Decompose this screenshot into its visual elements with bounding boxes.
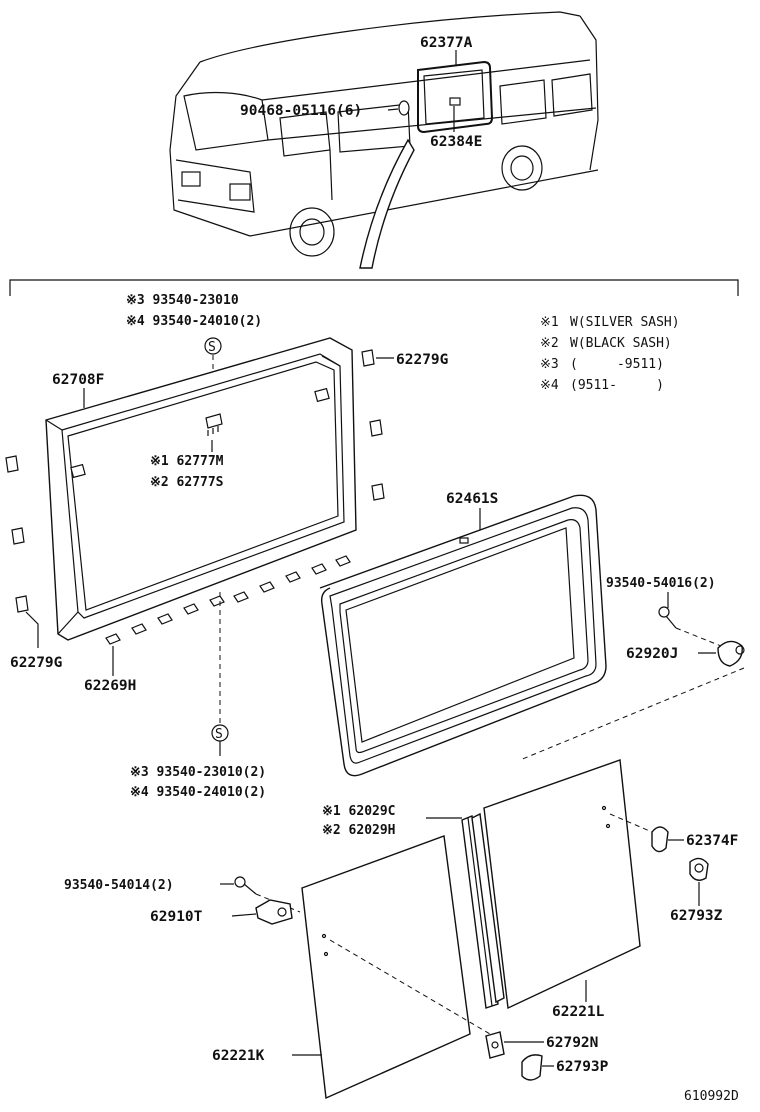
hinge-right-icon	[717, 640, 745, 667]
clip-icon	[369, 419, 383, 437]
label-bottom-screw-a: ※3 93540-23010(2)	[130, 765, 266, 780]
label-90468-05116: 90468-05116(6)	[240, 103, 362, 119]
legend: ※1 W(SILVER SASH) ※2 W(BLACK SASH) ※3 ( …	[540, 315, 680, 393]
screw-left-icon	[234, 876, 257, 895]
figure-code: 610992D	[684, 1089, 739, 1104]
label-top-screw-b: ※4 93540-24010(2)	[126, 314, 262, 329]
glass-right	[483, 759, 641, 1010]
stopper-right-icon	[651, 826, 669, 853]
screw-icon	[398, 100, 410, 116]
label-channel-b: ※2 62029H	[322, 823, 396, 838]
clip-icon	[15, 595, 29, 613]
label-62792N: 62792N	[546, 1035, 598, 1051]
cap-right-icon	[689, 857, 709, 881]
stopper-left-icon	[485, 1031, 505, 1059]
clips-left	[5, 455, 29, 613]
legend-text-4: (9511- )	[570, 378, 664, 393]
glass-channel	[461, 812, 505, 1009]
legend-mark-1: ※1	[540, 315, 559, 330]
clip-icon	[5, 455, 19, 473]
label-screw-left: 93540-54014(2)	[64, 878, 174, 893]
label-62279G-left: 62279G	[10, 655, 62, 671]
label-62221K: 62221K	[212, 1048, 265, 1064]
sash-frame	[45, 337, 357, 641]
clip-icon	[11, 527, 25, 545]
s-symbol-top	[204, 337, 222, 355]
label-latch-a: ※1 62777M	[150, 454, 224, 469]
legend-mark-4: ※4	[540, 378, 559, 393]
latch-icon	[205, 413, 223, 429]
arrow-icon	[359, 138, 415, 269]
screw-right-icon	[658, 606, 677, 629]
clip-icon	[371, 483, 385, 501]
van-illustration	[169, 11, 599, 269]
label-62708F: 62708F	[52, 372, 104, 388]
label-62279G-right: 62279G	[396, 352, 448, 368]
s-symbol-top-text: S	[208, 340, 216, 355]
label-62269H: 62269H	[84, 678, 136, 694]
s-symbol-bottom-text: S	[215, 727, 223, 742]
hinge-left-icon	[255, 899, 293, 925]
label-62793Z: 62793Z	[670, 908, 723, 924]
legend-text-1: W(SILVER SASH)	[570, 315, 680, 330]
label-latch-b: ※2 62777S	[150, 475, 224, 490]
cap-left-icon	[521, 1054, 543, 1081]
assembly-bracket	[9, 279, 739, 296]
label-62221L: 62221L	[552, 1004, 605, 1020]
label-62377A: 62377A	[420, 35, 473, 51]
weatherstrip	[319, 494, 607, 777]
label-channel-a: ※1 62029C	[322, 804, 396, 819]
legend-mark-3: ※3	[540, 357, 559, 372]
label-62793P: 62793P	[556, 1059, 609, 1075]
label-screw-right: 93540-54016(2)	[606, 576, 716, 591]
label-62461S: 62461S	[446, 491, 498, 507]
label-top-screw-a: ※3 93540-23010	[126, 293, 239, 308]
legend-text-2: W(BLACK SASH)	[570, 336, 672, 351]
legend-mark-2: ※2	[540, 336, 559, 351]
label-62910T: 62910T	[150, 909, 203, 925]
clip-icon	[361, 349, 375, 367]
label-62374F: 62374F	[686, 833, 738, 849]
label-bottom-screw-b: ※4 93540-24010(2)	[130, 785, 266, 800]
clips-right	[361, 349, 385, 501]
glass-left	[301, 835, 471, 1100]
label-62384E: 62384E	[430, 134, 482, 150]
label-62920J: 62920J	[626, 646, 678, 662]
pads-row	[105, 555, 351, 645]
legend-text-3: ( -9511)	[570, 357, 664, 372]
